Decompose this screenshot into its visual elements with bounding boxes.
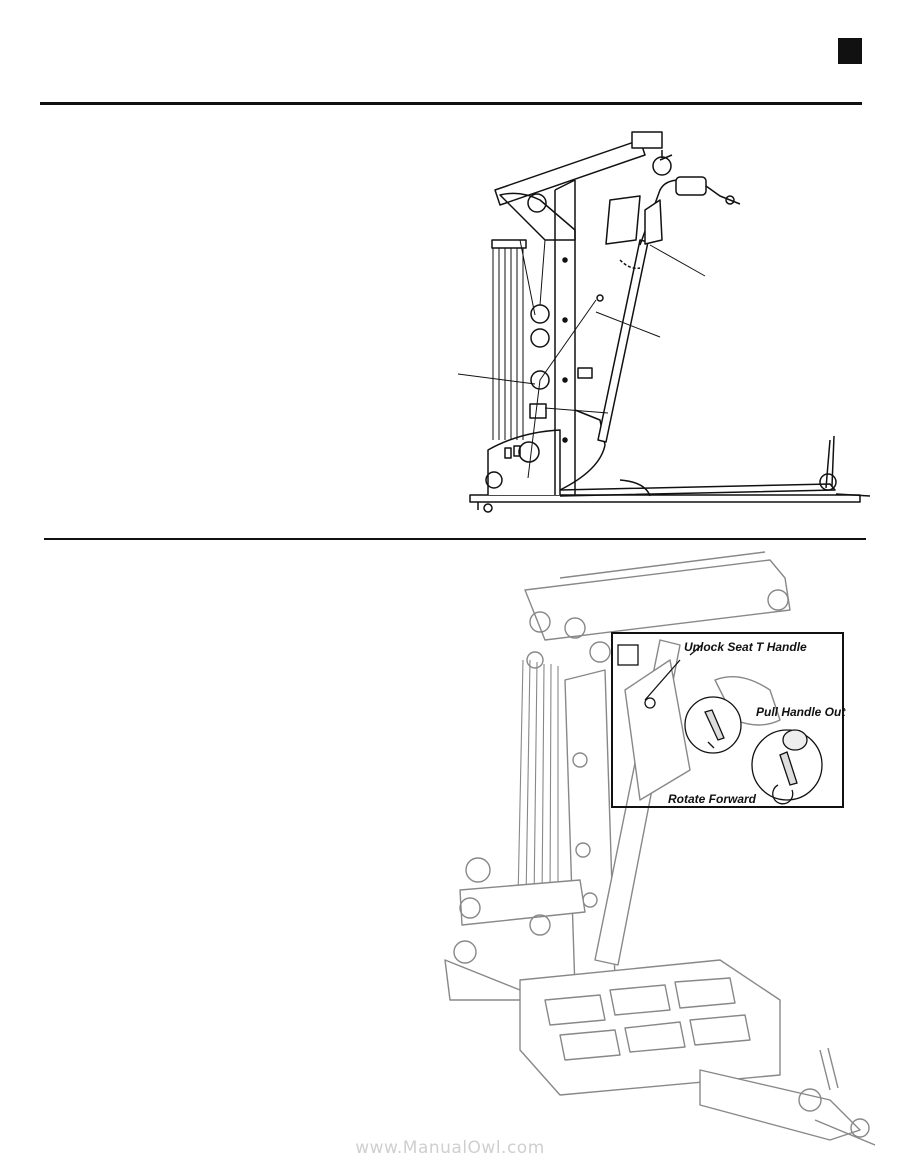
top-divider-rule (40, 102, 862, 105)
watermark-text: www.ManualOwl.com (355, 1138, 545, 1158)
unlock-seat-t-handle-label: Unlock Seat T Handle (684, 640, 807, 654)
t-handle-callout-box (611, 632, 844, 808)
leader-line-4 (544, 407, 609, 414)
leader-line-1 (649, 244, 706, 277)
section-tab-marker (838, 38, 862, 64)
leader-line-2 (595, 311, 661, 338)
rotate-arrow-icon (772, 784, 794, 805)
rotate-forward-label: Rotate Forward (668, 792, 757, 806)
home-gym-side-view-illustration (457, 131, 871, 513)
pull-handle-out-label: Pull Handle Out (756, 705, 846, 719)
section-divider-rule (44, 538, 866, 540)
leader-line-3 (457, 373, 536, 385)
